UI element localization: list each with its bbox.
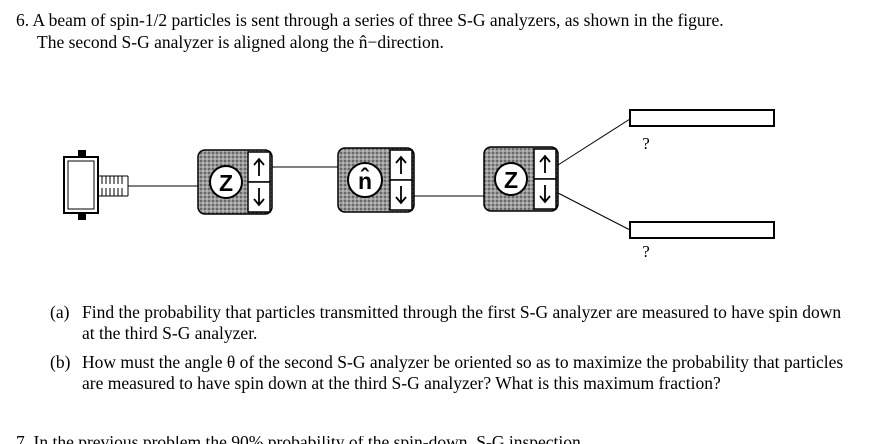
analyzer-3-label: Z bbox=[504, 167, 518, 193]
stern-gerlach-figure: Z n̂ Z ? ? bbox=[63, 109, 775, 261]
part-a-text: Find the probability that particles tran… bbox=[82, 302, 842, 343]
spin-up-arrow-icon bbox=[395, 155, 407, 174]
spin-up-arrow-icon bbox=[539, 154, 551, 173]
spin-up-arrow-icon bbox=[253, 157, 265, 176]
detector-upper bbox=[629, 109, 775, 127]
particle-source bbox=[63, 150, 129, 220]
analyzer-1: Z bbox=[197, 149, 273, 215]
problem-parts: (a) Find the probability that particles … bbox=[50, 302, 850, 402]
next-problem-text: 7. In the previous problem the 90% proba… bbox=[16, 436, 594, 444]
spin-down-arrow-icon bbox=[539, 185, 551, 204]
output-upper-label: ? bbox=[642, 134, 650, 153]
spin-down-arrow-icon bbox=[253, 188, 265, 207]
problem-number: 6. bbox=[16, 10, 30, 30]
problem-statement: 6. A beam of spin-1/2 particles is sent … bbox=[16, 9, 876, 53]
analyzer-2: n̂ bbox=[337, 147, 415, 213]
next-problem-partial: 7. In the previous problem the 90% proba… bbox=[16, 436, 876, 444]
part-b: (b) How must the angle θ of the second S… bbox=[50, 352, 850, 393]
part-a-label: (a) bbox=[50, 302, 70, 322]
part-a: (a) Find the probability that particles … bbox=[50, 302, 850, 343]
analyzer-2-label: n̂ bbox=[358, 167, 372, 194]
spin-down-arrow-icon bbox=[395, 186, 407, 205]
part-b-label: (b) bbox=[50, 352, 71, 372]
part-b-text: How must the angle θ of the second S-G a… bbox=[82, 352, 844, 393]
analyzer-1-label: Z bbox=[219, 170, 233, 196]
problem-line-1: A beam of spin-1/2 particles is sent thr… bbox=[32, 10, 724, 30]
problem-line-2: The second S-G analyzer is aligned along… bbox=[37, 32, 444, 52]
analyzer-3: Z bbox=[483, 146, 559, 212]
output-lower-label: ? bbox=[642, 242, 650, 261]
output-beam-down bbox=[557, 192, 631, 231]
output-beam-up bbox=[557, 118, 631, 166]
detector-lower bbox=[629, 221, 775, 239]
